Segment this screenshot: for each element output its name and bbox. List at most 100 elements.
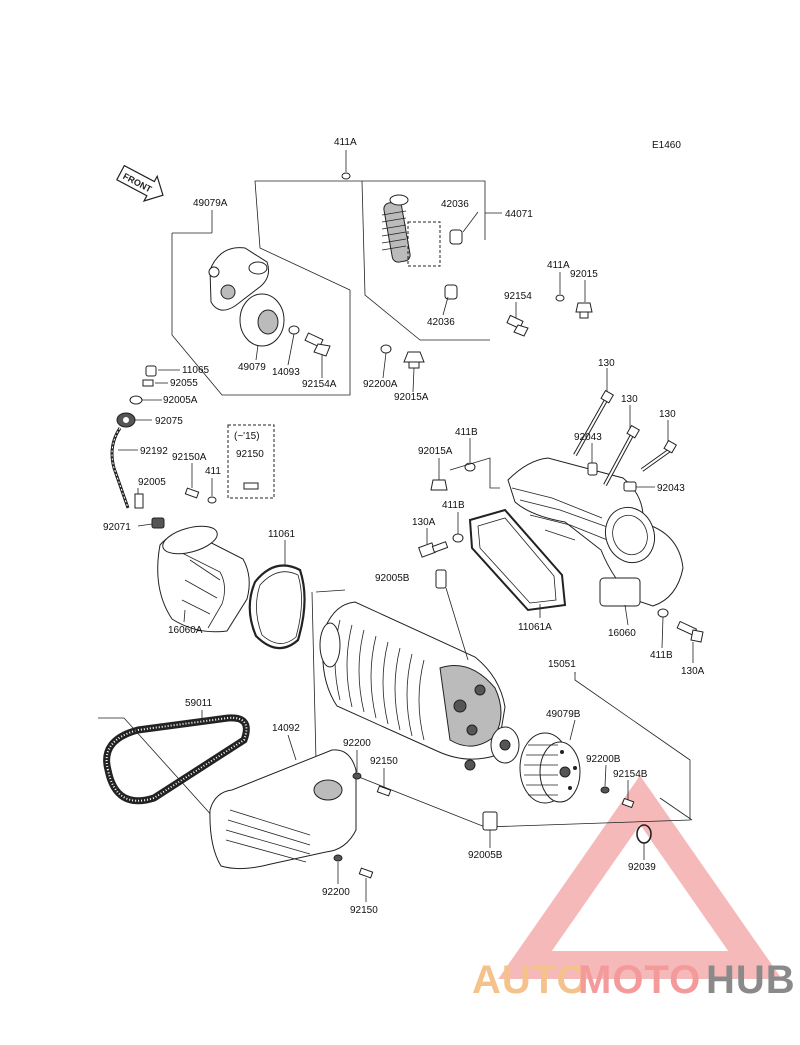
gasket-11061 [248, 540, 306, 650]
label-42036-bot: 42036 [427, 317, 455, 328]
bolt-92150-bot [358, 867, 374, 902]
label-130a-right: 130A [681, 666, 705, 677]
label-411-mid: 411 [205, 466, 221, 477]
bolt-92150a [184, 463, 200, 499]
label-130a-left: 130A [412, 517, 436, 528]
label-411b-right: 411B [650, 650, 673, 661]
label-92154a: 92154A [302, 379, 337, 390]
washer-411b-right [657, 608, 669, 618]
label-130-b: 130 [621, 394, 638, 405]
label-92200-bot: 92200 [322, 887, 350, 898]
label-44071: 44071 [505, 209, 533, 220]
washer-411 [207, 478, 217, 504]
label-92071: 92071 [103, 522, 131, 533]
washer-92200b [600, 786, 610, 794]
bracket-outline [407, 221, 441, 267]
label-92150-mid: 92150 [370, 756, 398, 767]
fitting-11065 [145, 365, 157, 377]
belt-cover-14092 [209, 734, 357, 870]
label-92043-a: 92043 [574, 432, 602, 443]
label-11061: 11061 [268, 529, 296, 540]
collar-42036-top [449, 229, 463, 245]
bolt-92015 [575, 302, 593, 319]
bolt-130-c [640, 439, 678, 472]
watermark-part2: MOTO [578, 958, 701, 1002]
label-11065: 11065 [182, 365, 210, 376]
washer-92200-top [352, 772, 362, 780]
belt-59011 [103, 710, 250, 805]
bolt-92154a [304, 332, 331, 357]
year-note-box [227, 424, 275, 499]
supercharger-15051 [319, 601, 520, 771]
bolt-92154b [621, 780, 635, 809]
label-92150a: 92150A [172, 452, 207, 463]
label-42036-top: 42036 [441, 199, 469, 210]
label-92005b-bot: 92005B [468, 850, 503, 861]
bolt-92154 [506, 314, 529, 337]
label-92015a-top: 92015A [394, 392, 429, 403]
oil-line-group [110, 365, 180, 529]
label-411b-top: 411B [455, 427, 478, 438]
label-411a-right: 411A [547, 260, 570, 271]
label-92005: 92005 [138, 477, 166, 488]
washer-14093 [288, 325, 300, 335]
label-49079a: 49079A [193, 198, 228, 209]
label-92005a: 92005A [163, 395, 198, 406]
label-92055: 92055 [170, 378, 198, 389]
bolt-92150-mid [376, 768, 392, 797]
bolt-130a-right [676, 620, 704, 663]
label-15051: 15051 [548, 659, 576, 670]
label-92039: 92039 [628, 862, 656, 873]
label-92005b-top: 92005B [375, 573, 410, 584]
watermark-text: AUTO MOTO HUB [472, 958, 796, 1002]
shock-absorber [381, 194, 411, 263]
label-14092: 14092 [272, 723, 300, 734]
label-92150-bot: 92150 [350, 905, 378, 916]
front-arrow-icon: FRONT [116, 164, 164, 202]
washer-411a-top [341, 172, 351, 180]
bolt-130-b [603, 424, 641, 486]
label-16060a: 16060A [168, 625, 203, 636]
label-92150-box: 92150 [236, 449, 264, 460]
label-92192: 92192 [140, 446, 168, 457]
tensioner-group [171, 150, 593, 396]
label-59011: 59011 [185, 698, 213, 709]
label-49079b: 49079B [546, 709, 581, 720]
label-11061a: 11061A [518, 622, 552, 633]
oring-92039 [636, 824, 652, 860]
label-14093: 14093 [272, 367, 300, 378]
watermark-part3: HUB [706, 958, 796, 1002]
fitting-92075 [116, 412, 136, 428]
bolt-130a-left [418, 528, 449, 558]
label-16060: 16060 [608, 628, 636, 639]
watermark-part1: AUTO [472, 958, 589, 1002]
label-92154b: 92154B [613, 769, 648, 780]
label-130-c: 130 [659, 409, 676, 420]
nut-92015a-mid [430, 458, 448, 491]
label-92200b: 92200B [586, 754, 621, 765]
pulley-49079 [239, 293, 285, 347]
label-92075: 92075 [155, 416, 183, 427]
diagram-code: E1460 [652, 140, 681, 151]
intake-housing-16060 [507, 457, 684, 607]
dowel-92043-b [623, 481, 637, 492]
washer-92200a [380, 344, 392, 354]
collar-42036-bot [444, 284, 458, 300]
pulley-49079b [519, 732, 581, 804]
label-92043-b: 92043 [657, 483, 685, 494]
washer-92005a [129, 395, 143, 405]
housing-16060a [157, 525, 250, 633]
label-year-note: (~'15) [234, 431, 260, 442]
nut-92015a-top [403, 351, 425, 369]
dowel-92043-a [587, 462, 598, 476]
label-92154: 92154 [504, 291, 532, 302]
bolt-92150-box [243, 482, 259, 490]
label-92015: 92015 [570, 269, 598, 280]
washer-411a-right [555, 294, 565, 302]
label-92200a: 92200A [363, 379, 398, 390]
fitting-92005 [134, 493, 144, 509]
watermark-logo [498, 775, 782, 979]
fitting-92055 [142, 379, 154, 387]
label-130-a: 130 [598, 358, 615, 369]
